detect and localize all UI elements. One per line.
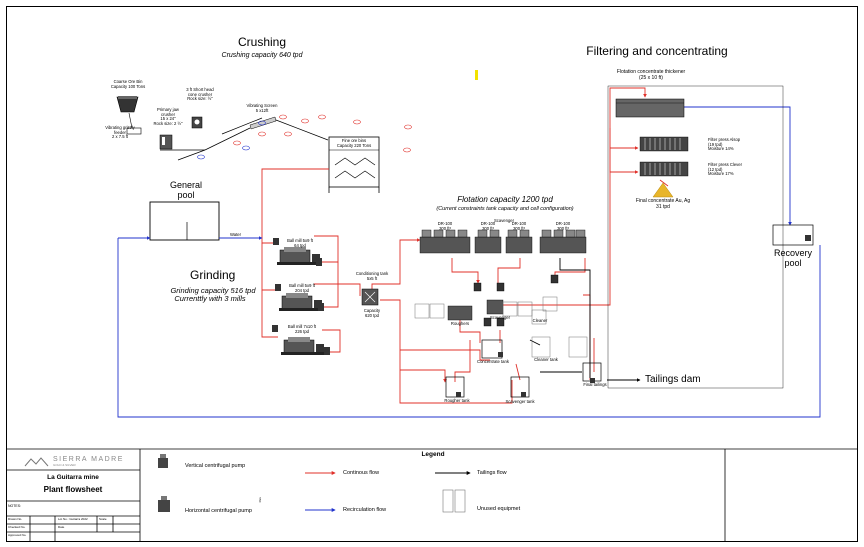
filtering-equipment (607, 85, 784, 389)
legend-tailings-flow: Tailings flow (477, 470, 507, 476)
company-logo-sub: GOLD & SILVER (53, 463, 76, 467)
cell-4-label: DR-100 300 ft³ (555, 221, 571, 231)
recirculation-flow-lines (117, 106, 821, 418)
lot-field: Lot No.: Guitarra 2022 (58, 517, 88, 521)
scavenger-top-label: Scavenger (493, 218, 515, 223)
crushing-title: Crushing (237, 35, 287, 49)
general-pool-label-2: pool (177, 190, 195, 200)
thickener-label: Flotation concentrate thickener(25 x 10 … (616, 69, 686, 81)
roughers-label: Roughers (450, 321, 470, 326)
filter-press-alsop-label: Filter press Alsop(19 tpd)Moisture 14% (708, 137, 741, 152)
concentrate-tank-label: Concentrate tank (477, 359, 509, 364)
notes-label: NOTES: (8, 504, 22, 508)
legend-symbols (24, 454, 471, 513)
flotation-title: Flotation capacity 1200 tpd (457, 195, 553, 204)
filtering-title: Filtering and concentrating (586, 44, 728, 58)
company-logo-text: SIERRA MADRE (53, 456, 124, 463)
cell-3-label: DR-100 300 ft³ (511, 221, 527, 231)
cleaner-tank-label: Cleaner tank (534, 357, 558, 362)
recovery-pool-label-2: pool (784, 258, 802, 268)
scavenger-mid-label: Scavenger (489, 315, 511, 320)
title-block-lines (6, 448, 858, 541)
scale-field: Scale (99, 517, 107, 521)
filter-press-clever-label: Filter press Clever(12 tpd)Moisture 17% (708, 162, 742, 177)
flotation-cells (419, 229, 587, 327)
scavenger-tank-label: Scavenger tank (505, 399, 535, 404)
grinding-subtitle-mills: Currenttly with 3 mills (174, 294, 246, 303)
tailings-dam-label: Tailings dam (645, 374, 701, 385)
crushing-circuit (116, 96, 412, 193)
drawn-row: Drawn No. (8, 517, 23, 521)
legend-continuous-flow: Continous flow (343, 470, 380, 476)
ball-mills (272, 238, 330, 355)
tailings-flow-lines (529, 258, 641, 382)
conditioning-tank (361, 288, 379, 306)
water-label: Water (230, 232, 242, 237)
crushing-subtitle: Crushing capacity 640 tpd (221, 52, 303, 59)
unused-equipment (414, 296, 588, 358)
approved-row: Approved No. (8, 533, 27, 537)
final-tailings-label: Final tailings (583, 382, 607, 387)
cell-1-label: DR-100 300 ft³ (437, 221, 453, 231)
general-pool-label: General (169, 180, 203, 190)
sheet-rev: Rev (258, 496, 263, 503)
legend-unused-equipment: Unused equipmet (477, 506, 521, 512)
grinding-subtitle: Grinding capacity 516 tpd (170, 286, 256, 295)
legend-vertical-pump: Vertical centrifugal pump (185, 463, 246, 469)
cleaner-label: Cleaner (532, 318, 548, 323)
recovery-pool-label: Recovery (773, 248, 813, 258)
legend-title: Legend (421, 451, 445, 458)
cell-2-label: DR-100 300 ft³ (480, 221, 496, 231)
legend-recirculation-flow: Recirculation flow (343, 507, 387, 513)
general-pool (149, 201, 220, 241)
date-field: Date (58, 525, 65, 529)
checked-row: Checked No. (8, 525, 26, 529)
document-title: Plant flowsheet (43, 485, 103, 494)
tanks (445, 224, 814, 398)
mine-name: La Guitarra mine (47, 474, 99, 481)
grinding-title: Grinding (190, 268, 236, 282)
drawing-frame (6, 6, 858, 542)
legend-horizontal-pump: Horizontal centrifugal pump (185, 508, 252, 514)
highlight-mark (475, 70, 478, 80)
rougher-tank-label: Rougher tank (444, 398, 470, 403)
flotation-subtitle: (Current constraints tank capacity and c… (436, 206, 574, 212)
concentrate-pile (652, 182, 674, 198)
